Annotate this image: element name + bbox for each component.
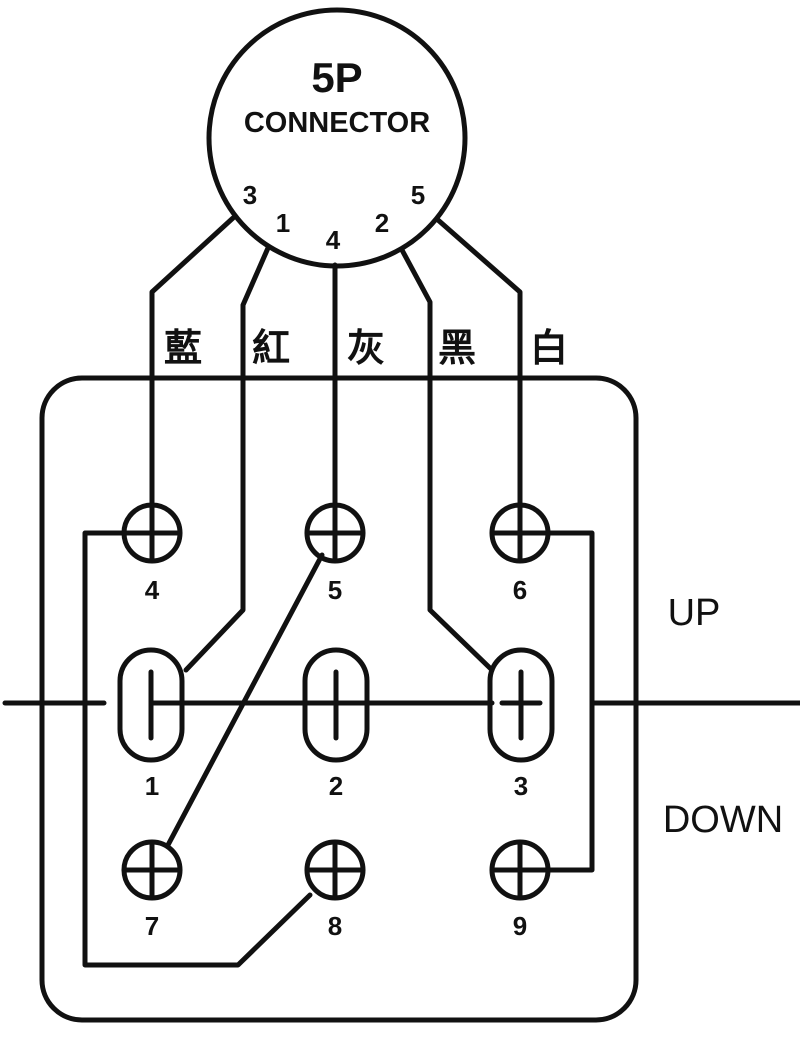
jumper-5-to-7 [165, 552, 325, 848]
terminal-6 [489, 502, 551, 564]
terminal-2 [302, 647, 370, 763]
wire-color-label: 白 [530, 326, 568, 370]
wire-color-label: 藍 [164, 326, 202, 370]
wire-black [399, 247, 495, 673]
terminal-7 [121, 839, 183, 901]
wire-color-label: 灰 [347, 326, 385, 370]
terminal-label: 9 [513, 911, 527, 941]
connector-pin-label: 5 [411, 180, 425, 210]
wire-color-label: 紅 [252, 326, 290, 370]
terminal-9 [489, 839, 551, 901]
terminal-3 [487, 647, 555, 763]
wire-red [183, 245, 271, 673]
wire-blue [149, 215, 236, 508]
position-up-label: UP [668, 592, 721, 634]
terminal-label: 5 [328, 575, 342, 605]
switch-body [39, 375, 639, 1023]
position-down-label: DOWN [663, 799, 783, 841]
connector-subtitle: CONNECTOR [244, 107, 430, 139]
wire-color-label: 黑 [438, 326, 476, 370]
terminal-label: 3 [514, 771, 528, 801]
wire-white [435, 217, 523, 508]
terminal-label: 8 [328, 911, 342, 941]
connector-pin-label: 4 [326, 225, 341, 255]
connector-pin-label: 2 [375, 208, 389, 238]
connector-title: 5P [311, 54, 362, 101]
terminal-label: 6 [513, 575, 527, 605]
terminal-1 [117, 647, 189, 763]
terminal-4 [121, 502, 183, 564]
terminal-label: 1 [145, 771, 159, 801]
terminal-label: 7 [145, 911, 159, 941]
connector-pin-label: 3 [243, 180, 257, 210]
jumper-6-to-9 [544, 530, 595, 873]
terminal-8 [304, 839, 366, 901]
terminal-label: 4 [145, 575, 160, 605]
terminal-label: 2 [329, 771, 343, 801]
connector-pin-label: 1 [276, 208, 290, 238]
terminal-5 [304, 502, 366, 564]
jumper-4-to-8 [82, 530, 313, 968]
